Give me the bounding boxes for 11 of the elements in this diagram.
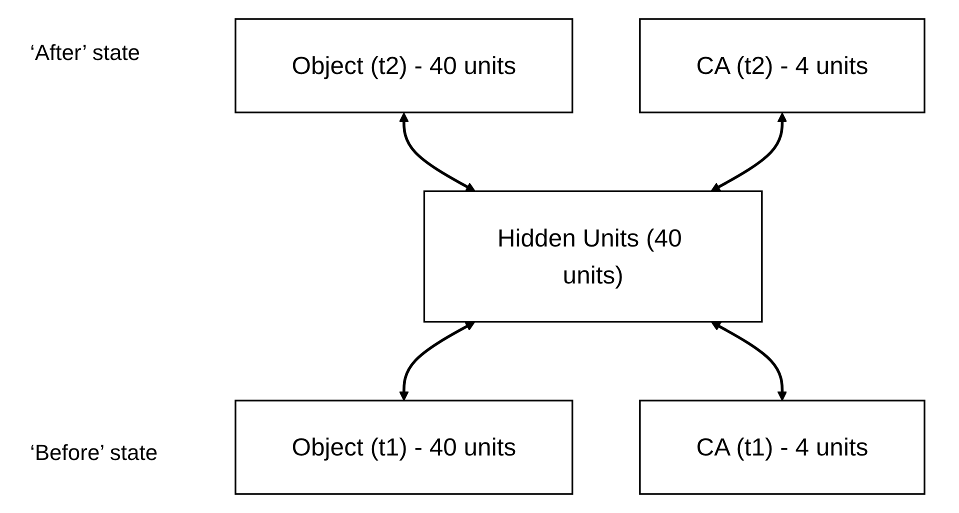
arrow: [398, 322, 476, 402]
arrow: [398, 112, 476, 192]
node-box: CA (t1) - 4 units: [639, 400, 926, 495]
node-box: Hidden Units (40 units): [423, 190, 763, 323]
node-box: Object (t2) - 40 units: [234, 18, 574, 114]
state-label: ‘Before’ state: [30, 440, 158, 466]
arrow: [710, 322, 788, 402]
node-box: Object (t1) - 40 units: [234, 400, 574, 495]
node-box: CA (t2) - 4 units: [639, 18, 926, 114]
arrow: [710, 112, 788, 192]
state-label: ‘After’ state: [30, 40, 140, 66]
